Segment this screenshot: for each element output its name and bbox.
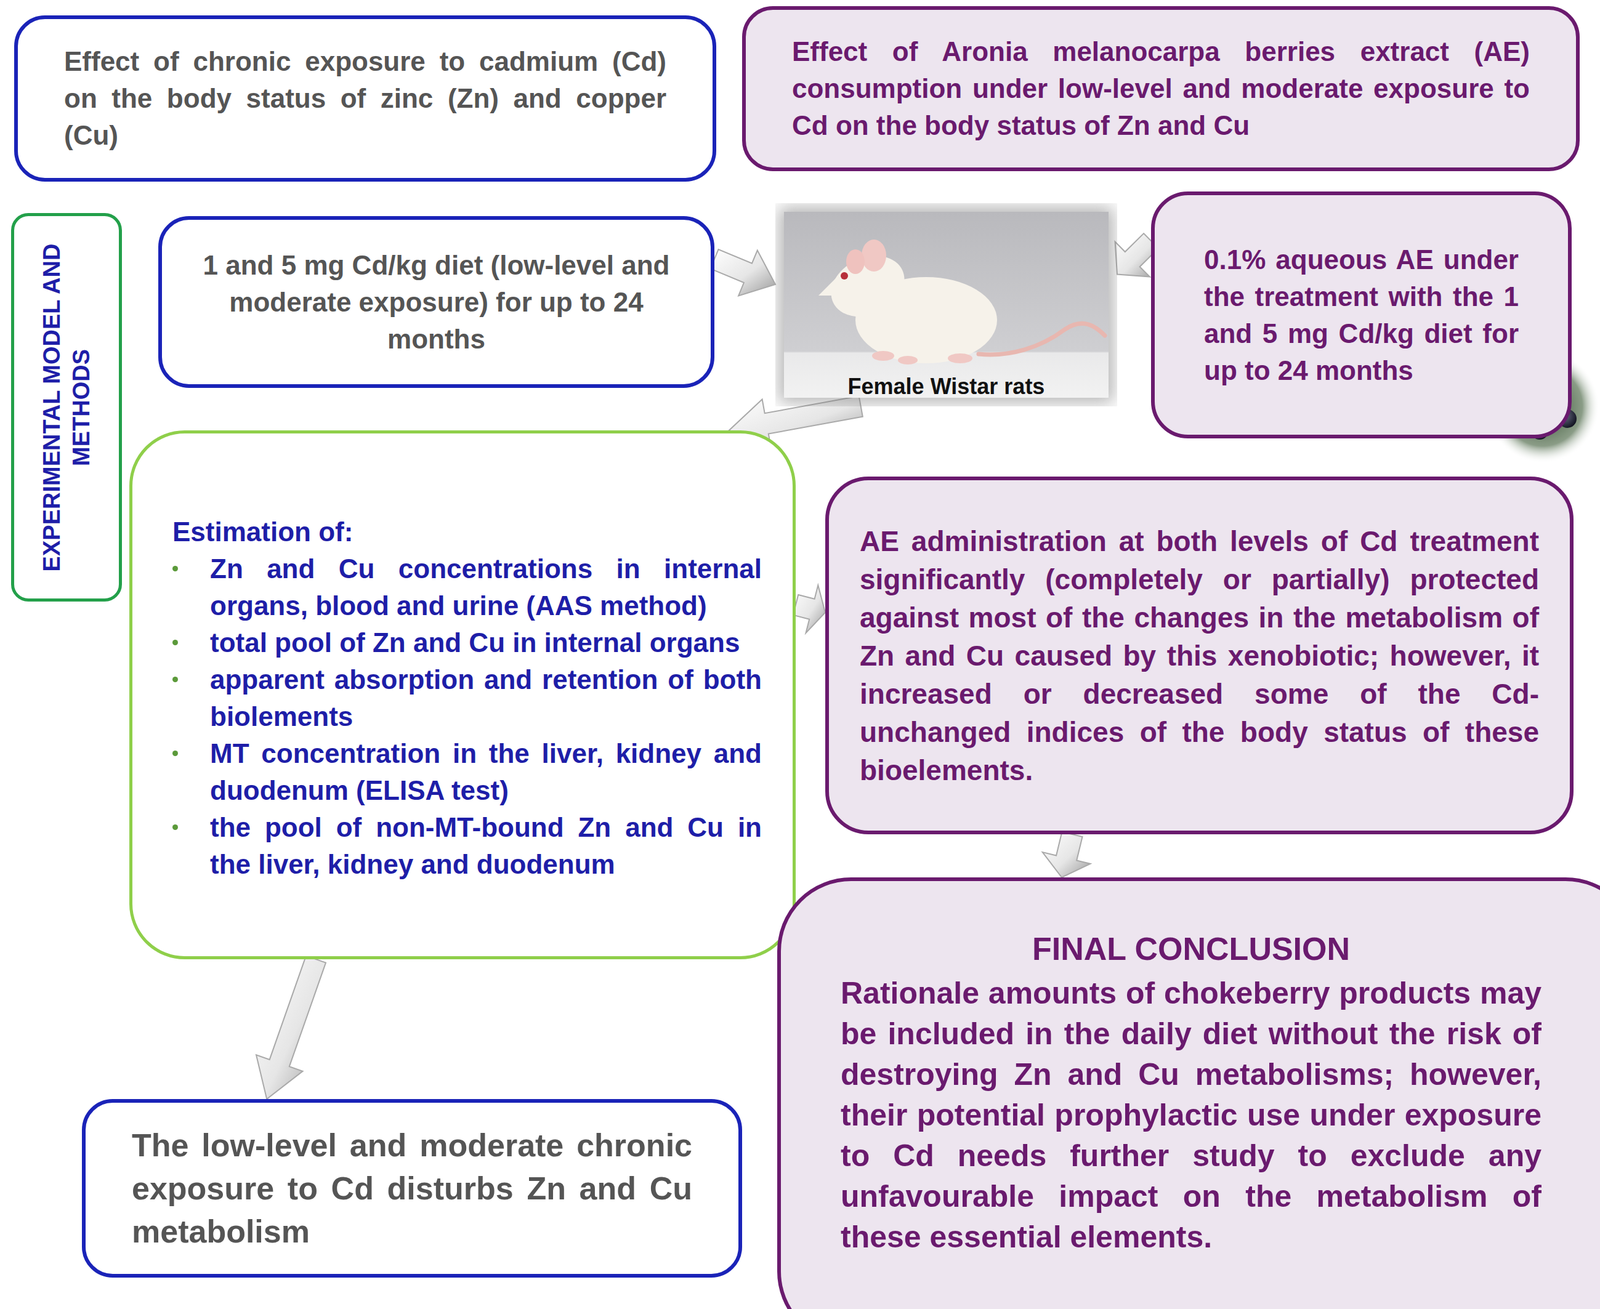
box-heading: FINAL CONCLUSION xyxy=(840,927,1542,971)
bullet-text: total pool of Zn and Cu in internal orga… xyxy=(210,624,762,662)
bullet-dot xyxy=(172,565,178,572)
box-text: AE administration at both levels of Cd t… xyxy=(859,522,1540,790)
result-box: AE administration at both levels of Cd t… xyxy=(825,476,1574,835)
bullet-text: MT concentration in the liver, kidney an… xyxy=(210,735,762,810)
block-arrow xyxy=(793,585,826,634)
bullet-dot xyxy=(172,639,178,646)
box-heading: Estimation of: xyxy=(172,513,762,551)
box-text: Effect of chronic exposure to cadmium (C… xyxy=(64,43,667,154)
final-conclusion-box: FINAL CONCLUSIONRationale amounts of cho… xyxy=(777,877,1600,1309)
box-text: The low-level and moderate chronic expos… xyxy=(131,1123,693,1254)
block-arrow xyxy=(256,955,326,1100)
section-band: EXPERIMENTAL MODEL AND METHODS xyxy=(11,213,122,602)
conclusion-box: The low-level and moderate chronic expos… xyxy=(81,1099,743,1278)
topic-box: Effect of Aronia melanocarpa berries ext… xyxy=(742,6,1580,172)
bullet-row: total pool of Zn and Cu in internal orga… xyxy=(172,624,762,662)
box-text: Rationale amounts of chokeberry products… xyxy=(840,973,1542,1258)
vertical-label: EXPERIMENTAL MODEL AND METHODS xyxy=(36,235,97,581)
bullet-text: apparent absorption and retention of bot… xyxy=(210,661,762,736)
methods-box: Estimation of:Zn and Cu concentrations i… xyxy=(129,430,796,960)
topic-box: Effect of chronic exposure to cadmium (C… xyxy=(14,15,717,182)
box-text: 0.1% aqueous AE under the treatment with… xyxy=(1204,241,1519,390)
box-text: Female Wistar rats xyxy=(775,373,1118,401)
block-arrow xyxy=(710,249,776,296)
treatment-box: 1 and 5 mg Cd/kg diet (low-level and mod… xyxy=(158,216,715,388)
bullet-row: the pool of non-MT-bound Zn and Cu in th… xyxy=(172,809,762,884)
bullet-text: the pool of non-MT-bound Zn and Cu in th… xyxy=(210,809,762,884)
bullet-dot xyxy=(172,750,178,757)
treatment-box: 0.1% aqueous AE under the treatment with… xyxy=(1151,191,1572,439)
bullet-dot xyxy=(172,676,178,683)
bullet-dot xyxy=(172,824,178,831)
box-text: 1 and 5 mg Cd/kg diet (low-level and mod… xyxy=(198,246,674,358)
box-text: Effect of Aronia melanocarpa berries ext… xyxy=(791,33,1530,145)
block-arrow xyxy=(1042,832,1091,878)
bullet-row: apparent absorption and retention of bot… xyxy=(172,661,762,736)
animal-photo: Female Wistar rats xyxy=(775,203,1118,407)
bullet-text: Zn and Cu concentrations in internal org… xyxy=(210,550,762,625)
bullet-row: Zn and Cu concentrations in internal org… xyxy=(172,550,762,625)
bullet-row: MT concentration in the liver, kidney an… xyxy=(172,735,762,810)
